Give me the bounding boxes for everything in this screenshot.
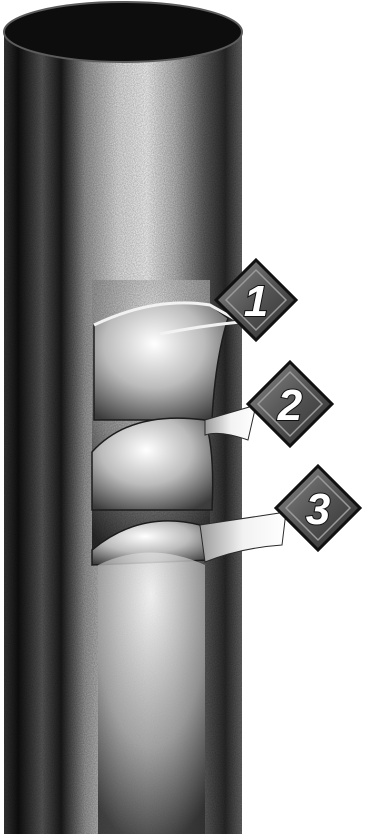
callout-label-3: 3: [306, 485, 330, 534]
callout-badge-2: 2: [248, 362, 332, 446]
callout-badge-3: 3: [276, 466, 360, 550]
callout-label-2: 2: [277, 381, 303, 430]
callout-label-1: 1: [244, 277, 268, 326]
inner-tube: [98, 553, 205, 834]
